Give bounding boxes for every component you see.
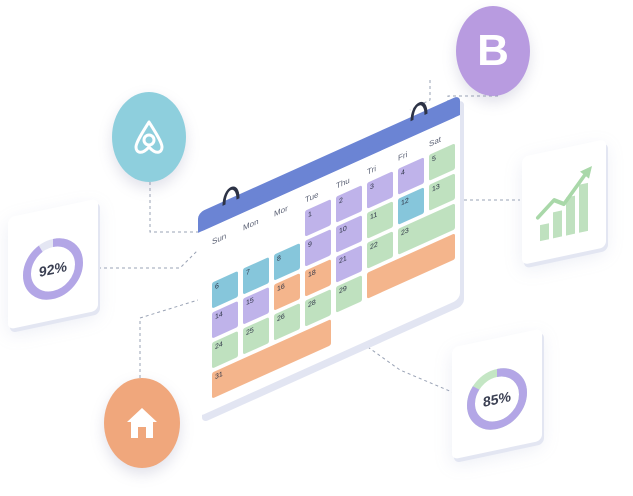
calendar-day-cell[interactable] [336, 215, 362, 253]
calendar-day-cell[interactable] [243, 257, 269, 295]
date-number: 21 [339, 253, 347, 265]
bar-chart-trend-icon [536, 166, 592, 242]
airbnb-channel-badge[interactable] [112, 92, 186, 182]
binder-ring-right [410, 102, 428, 122]
date-number: 12 [401, 195, 409, 207]
date-number: 1 [308, 209, 312, 219]
calendar-booking-block[interactable] [212, 319, 331, 399]
donut-chart-right: 85% [467, 368, 527, 430]
date-number: 28 [308, 297, 316, 309]
donut-chart-left: 92% [23, 238, 83, 300]
occupancy-card-left: 92% [8, 198, 98, 330]
home-channel-badge[interactable] [104, 378, 180, 468]
calendar-day-cell[interactable] [243, 317, 269, 355]
date-number: 9 [308, 239, 312, 249]
date-number: 16 [277, 281, 285, 293]
date-number: 4 [401, 167, 405, 177]
date-number: 22 [370, 239, 378, 251]
date-number: 18 [308, 267, 316, 279]
calendar-booking-block[interactable] [367, 233, 455, 299]
calendar-day-cell[interactable] [336, 185, 362, 223]
calendar-day-cell[interactable] [398, 157, 424, 195]
binder-ring-left [222, 186, 240, 206]
calendar-day-cell[interactable] [429, 173, 455, 211]
home-icon [127, 408, 157, 438]
date-number: 5 [432, 153, 436, 163]
calendar-day-cell[interactable] [336, 245, 362, 283]
calendar-day-cell[interactable] [367, 201, 393, 239]
date-number: 15 [246, 295, 254, 307]
date-number: 10 [339, 223, 347, 235]
date-number: 11 [370, 210, 377, 222]
calendar-day-cell[interactable] [305, 229, 331, 267]
calendar-day-cell[interactable] [212, 331, 238, 369]
calendar-day-cell[interactable] [305, 289, 331, 327]
booking-channel-badge[interactable]: B [456, 6, 530, 96]
date-number: 31 [215, 369, 223, 381]
calendar-day-cell[interactable] [274, 273, 300, 311]
date-number: 25 [246, 325, 254, 337]
percent-label-right: 85% [483, 388, 511, 410]
calendar-day-cell[interactable] [243, 287, 269, 325]
weekday-label: Fri [398, 149, 407, 163]
booking-b-logo-icon: B [477, 26, 509, 75]
date-number: 13 [432, 181, 440, 193]
calendar-day-cell[interactable] [367, 231, 393, 269]
date-number: 23 [401, 225, 409, 237]
calendar-day-cell[interactable] [274, 303, 300, 341]
date-number: 14 [215, 309, 223, 321]
percent-label-left: 92% [39, 258, 67, 280]
airbnb-logo-icon [134, 120, 164, 154]
date-number: 29 [339, 283, 347, 295]
calendar-day-cell[interactable] [305, 199, 331, 237]
weekday-label: Tri [367, 163, 376, 177]
occupancy-card-right: 85% [452, 328, 542, 460]
calendar-day-cell[interactable] [212, 301, 238, 339]
calendar-day-cell[interactable] [367, 171, 393, 209]
date-number: 24 [215, 339, 223, 351]
date-number: 7 [246, 267, 250, 277]
date-number: 2 [339, 195, 343, 205]
growth-chart-card [522, 139, 606, 265]
date-number: 3 [370, 181, 374, 191]
calendar-booking-block[interactable] [398, 203, 455, 255]
calendar-day-cell[interactable] [429, 143, 455, 181]
date-number: 6 [215, 281, 219, 291]
date-number: 8 [277, 253, 281, 263]
calendar-day-cell[interactable] [305, 259, 331, 297]
calendar-day-cell[interactable] [212, 271, 238, 309]
calendar-day-cell[interactable] [336, 275, 362, 313]
calendar-day-cell[interactable] [398, 187, 424, 225]
date-number: 26 [277, 311, 285, 323]
calendar-day-cell[interactable] [274, 243, 300, 281]
